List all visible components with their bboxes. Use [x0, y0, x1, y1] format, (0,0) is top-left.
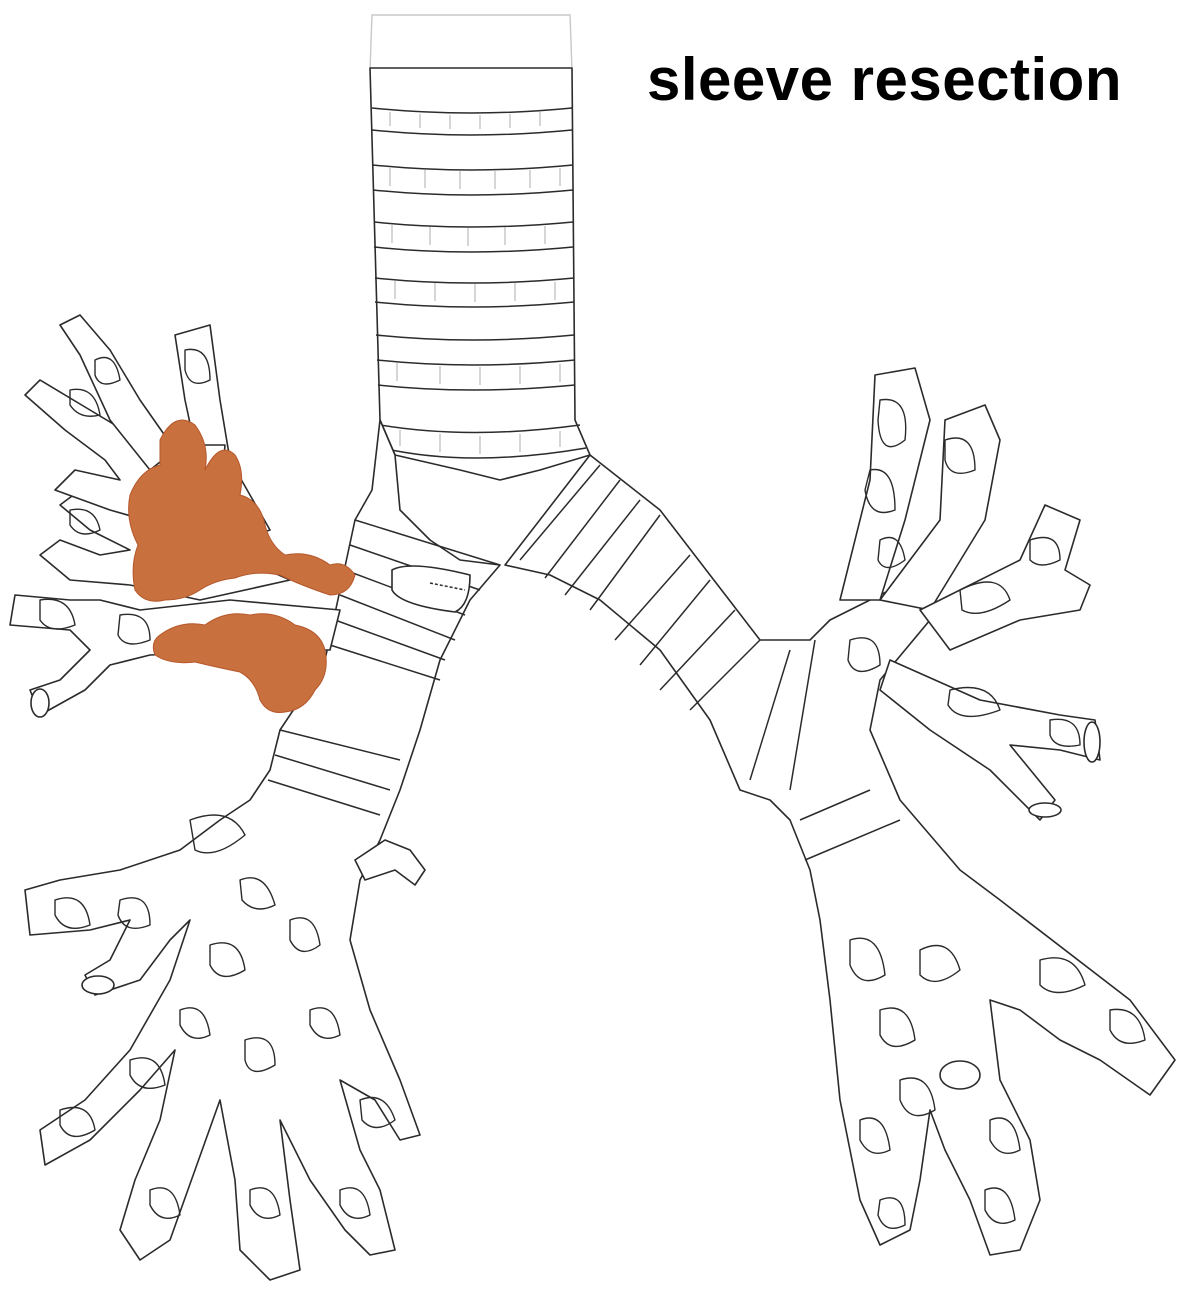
- left-main-bronchus: [505, 368, 1175, 1255]
- right-lumen-1: [82, 976, 114, 994]
- right-lumen-2: [31, 689, 49, 717]
- tumor-upper-lobe: [129, 420, 355, 601]
- left-lumen-3: [1029, 803, 1061, 817]
- diagram-title: sleeve resection: [647, 44, 1122, 116]
- tumor-mass: [129, 420, 355, 713]
- trachea: [370, 15, 590, 480]
- tumor-lower-lobe: [153, 614, 326, 713]
- trachea-body: [370, 68, 590, 480]
- left-lumen-2: [1084, 722, 1100, 762]
- left-lumen-1: [940, 1061, 980, 1089]
- left-upper-branch-d: [880, 660, 1100, 820]
- trachea-top-faded: [370, 15, 572, 70]
